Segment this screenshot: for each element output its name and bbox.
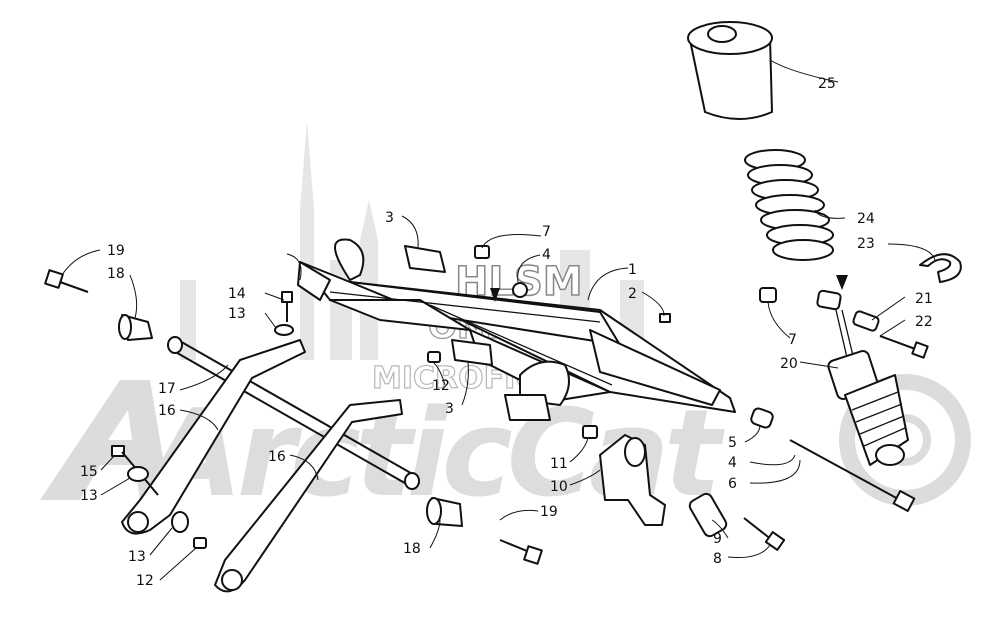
callout-1: 1 bbox=[628, 262, 637, 278]
part-5-bushing bbox=[750, 407, 774, 429]
part-18-bushings bbox=[118, 314, 463, 527]
callout-4-right: 4 bbox=[728, 455, 737, 471]
callout-2: 2 bbox=[628, 286, 637, 302]
callout-18-top: 18 bbox=[107, 266, 125, 282]
direction-arrows bbox=[490, 275, 848, 302]
callout-22: 22 bbox=[915, 314, 933, 330]
callout-25: 25 bbox=[818, 76, 836, 92]
callout-11: 11 bbox=[550, 456, 568, 472]
callout-24: 24 bbox=[857, 211, 875, 227]
callout-13-top: 13 bbox=[228, 306, 246, 322]
callout-12-bottom: 12 bbox=[136, 573, 154, 589]
callout-5: 5 bbox=[728, 435, 737, 451]
callout-13-bottom: 13 bbox=[128, 549, 146, 565]
callout-9: 9 bbox=[713, 531, 722, 547]
callout-15: 15 bbox=[80, 464, 98, 480]
arrow-center-icon bbox=[490, 288, 500, 302]
arrow-shock-icon bbox=[836, 275, 848, 290]
callout-3-top: 3 bbox=[385, 210, 394, 226]
part-20-shock bbox=[816, 289, 909, 466]
part-15-13-12-fasteners bbox=[111, 445, 207, 549]
callout-12-center: 12 bbox=[432, 378, 450, 394]
callout-16-center: 16 bbox=[268, 449, 286, 465]
part-23-retainer bbox=[919, 253, 962, 283]
leader-lines bbox=[61, 59, 936, 581]
part-3-pads bbox=[404, 245, 493, 366]
callout-7-shock: 7 bbox=[788, 332, 797, 348]
callout-16-left: 16 bbox=[158, 403, 176, 419]
callout-10: 10 bbox=[550, 479, 568, 495]
callout-3-bottom: 3 bbox=[445, 401, 454, 417]
part-7-nut bbox=[759, 287, 777, 303]
callout-21: 21 bbox=[915, 291, 933, 307]
callout-20: 20 bbox=[780, 356, 798, 372]
callout-7-top: 7 bbox=[542, 224, 551, 240]
part-21-22-bushing-bolt bbox=[852, 310, 929, 359]
part-4-7-fasteners-top bbox=[474, 245, 671, 323]
part-10-bracket bbox=[582, 425, 666, 526]
callout-6: 6 bbox=[728, 476, 737, 492]
callout-4-top: 4 bbox=[542, 247, 551, 263]
callout-23: 23 bbox=[857, 236, 875, 252]
callout-14: 14 bbox=[228, 286, 246, 302]
part-9-8-bushing-bolt bbox=[688, 492, 786, 551]
callout-19-top: 19 bbox=[107, 243, 125, 259]
part-6-long-bolt bbox=[789, 439, 916, 512]
part-25-boot bbox=[687, 21, 773, 120]
callout-13-left: 13 bbox=[80, 488, 98, 504]
part-17-cross-shaft bbox=[167, 336, 420, 490]
part-14-13-bolt-washer bbox=[274, 291, 294, 336]
callout-17: 17 bbox=[158, 381, 176, 397]
part-16-links bbox=[121, 339, 403, 593]
callout-19-bottom: 19 bbox=[540, 504, 558, 520]
callout-labels: 25 24 23 21 22 20 7 1 2 7 4 3 12 3 5 4 6… bbox=[80, 76, 933, 589]
callout-18-bottom: 18 bbox=[403, 541, 421, 557]
part-19-bolts bbox=[44, 269, 543, 565]
part-12-nut-center bbox=[427, 351, 441, 363]
part-24-spring bbox=[744, 149, 834, 261]
callout-8: 8 bbox=[713, 551, 722, 567]
part-1-swing-arm bbox=[297, 238, 736, 421]
